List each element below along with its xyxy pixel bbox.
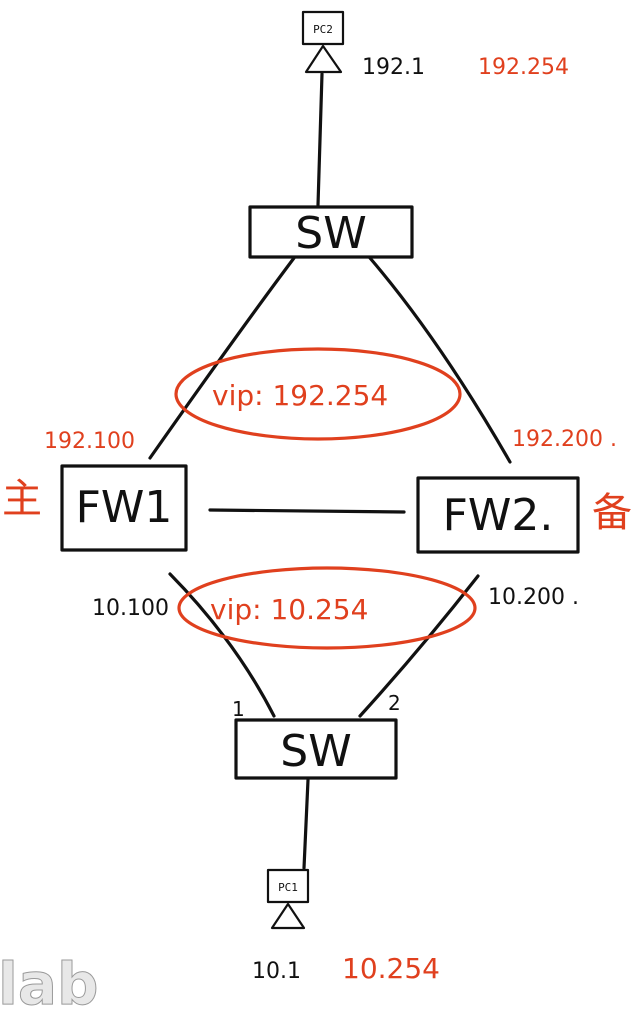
bottom-switch-port-1: 1 [232,697,245,721]
fw1-label: FW1 [76,482,173,533]
fw2-label: FW2. [443,490,554,541]
lower-vip-label: vip: 10.254 [210,593,368,626]
fw2-role-label: 备 [592,490,632,536]
upper-vip-label: vip: 192.254 [212,379,388,412]
watermark-text: lab [0,950,99,1010]
top-pc-gateway: 192.254 [478,55,569,80]
upper-vip-ellipse [174,347,462,441]
bottom-pc-label: PC1 [278,881,298,894]
bottom-switch-label: SW [280,726,351,777]
fw2-lower-ip: 10.200 . [488,585,579,610]
top-switch-label: SW [295,208,366,259]
top-pc-ip: 192.1 [362,55,425,80]
fw1-role-label: 主 [2,476,42,522]
bottom-switch: SW [234,718,398,780]
bottom-pc-icon: PC1 [266,868,310,930]
link-sw-top-fw2 [368,256,512,464]
bottom-pc-ip: 10.1 [252,959,301,984]
fw2-upper-ip: 192.200 . [512,427,617,452]
fw1-lower-ip: 10.100 [92,596,169,621]
link-sw-bottom-pc1 [302,778,310,870]
bottom-switch-port-2: 2 [388,691,401,715]
top-pc-label: PC2 [313,23,333,36]
link-pc2-sw-top [316,72,324,207]
top-switch: SW [248,205,414,259]
fw1-upper-ip: 192.100 [44,429,135,454]
fw1-box: FW1 [60,464,188,552]
link-fw1-sw-bottom [168,572,276,718]
top-pc-icon: PC2 [301,10,345,74]
link-sw-top-fw1 [148,256,296,460]
bottom-pc-gateway: 10.254 [342,952,440,985]
link-fw1-fw2 [208,508,406,514]
lower-vip-ellipse [177,566,477,650]
fw2-box: FW2. [416,476,580,554]
